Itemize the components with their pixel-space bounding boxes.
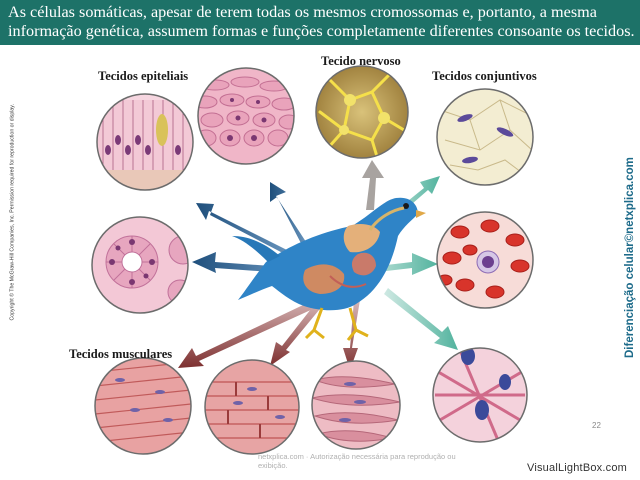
nervous-tissue-circle [315, 65, 409, 159]
label-muscular: Tecidos musculares [69, 347, 173, 361]
banner-text: As células somáticas, apesar de terem to… [8, 3, 635, 40]
arrow-to-skeletal-muscle [178, 296, 326, 368]
cardiac-muscle-circle [204, 359, 300, 455]
arrow-to-cardiac-muscle [270, 300, 324, 366]
smooth-muscle-circle [311, 360, 401, 450]
bird-illustration [232, 197, 426, 341]
arrow-to-stratified-epithelium [270, 182, 310, 251]
arrow-to-dense-connective [384, 288, 458, 350]
dense-connective-circle [432, 347, 528, 443]
stratified-epithelium-circle [197, 67, 295, 165]
title-banner: As células somáticas, apesar de terem to… [0, 0, 640, 45]
label-connective: Tecidos conjuntivos [432, 69, 537, 83]
site-mark: VisualLightBox.com [527, 462, 628, 474]
label-epithelial: Tecidos epiteliais [98, 69, 189, 83]
arrow-to-simple-epithelium [196, 203, 300, 262]
glandular-epithelium-circle [91, 216, 189, 314]
label-nervous: Tecido nervoso [321, 54, 401, 68]
skeletal-muscle-circle [94, 357, 192, 455]
arrow-to-nervous [362, 160, 384, 210]
page-number: 22 [592, 421, 601, 430]
loose-connective-circle [436, 88, 534, 186]
brand-credit: Diferenciação celular©netxplica.com [624, 157, 636, 358]
blood-tissue-circle [436, 211, 534, 309]
copyright-notice: Copyright © The McGraw-Hill Companies, I… [9, 104, 16, 321]
simple-epithelium-circle [96, 93, 194, 191]
watermark-text: netxplica.com · Autorização necessária p… [258, 452, 456, 470]
